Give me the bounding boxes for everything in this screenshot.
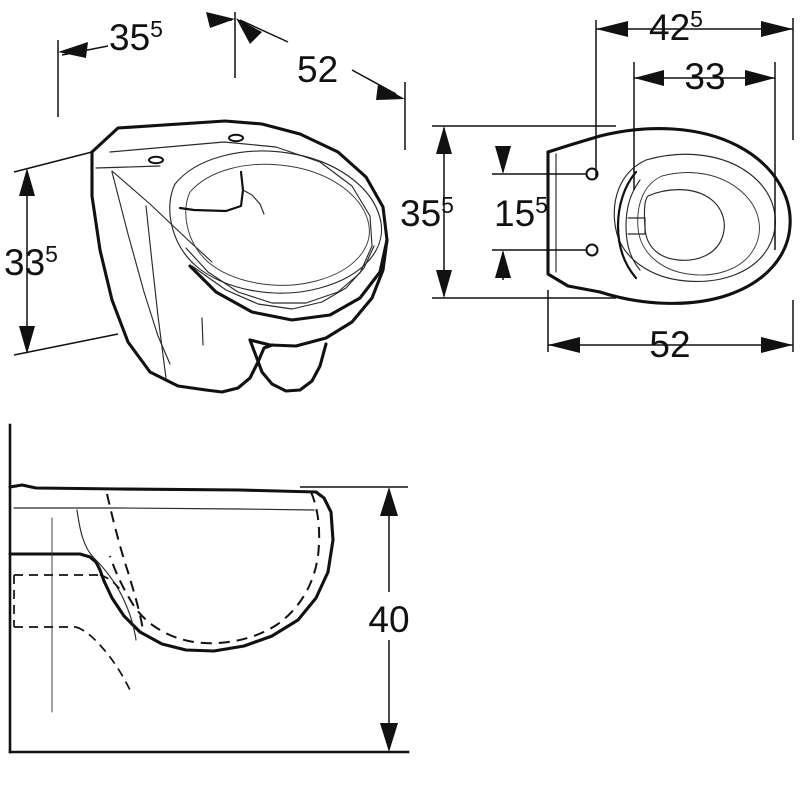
section-view: 40 [8, 423, 410, 754]
plan-view: 425 33 355 [400, 6, 794, 365]
dim-label-plan355: 355 [400, 192, 454, 234]
bowl-skirt [204, 343, 274, 394]
arrow-left-52 [236, 18, 262, 44]
section-front-profile [102, 490, 335, 653]
arrow-left-33 [634, 70, 664, 86]
plan-bowl-rim-inner [613, 153, 776, 283]
arrow-up-plan155 [495, 250, 511, 278]
flush-channel-bracket [178, 170, 245, 213]
rim-shoulder-line [111, 170, 213, 263]
arrow-up-plan355 [436, 126, 452, 154]
dim-label-40: 40 [368, 599, 409, 640]
dimension-depth-355: 355 [57, 12, 236, 117]
bowl-skirt-right [248, 338, 328, 393]
plan-bowl-outer [598, 127, 792, 305]
rim-top-outline [90, 119, 389, 322]
plan-toilet-body [546, 127, 792, 305]
section-rim-line [13, 507, 315, 511]
flush-channel-bracket-inner [242, 189, 265, 215]
arrow-down-plan355 [436, 270, 452, 298]
arrow-up-40 [380, 487, 398, 516]
section-hidden-outlet [99, 574, 123, 593]
plan-back-plate [546, 150, 602, 294]
plan-mounting-hole-lower [585, 243, 599, 257]
dimension-height-335: 335 [4, 151, 119, 356]
perspective-view: 335 355 52 [4, 12, 406, 394]
dimension-plan-52: 52 [547, 290, 794, 365]
arrow-left-plan52 [548, 337, 580, 353]
mounting-hole-right [228, 133, 244, 143]
section-inner-wall [76, 509, 137, 641]
plan-mounting-hole-upper [585, 167, 599, 181]
arrow-right-425 [761, 21, 793, 37]
perspective-toilet-body [90, 119, 389, 394]
dim-label-plan52: 52 [649, 324, 690, 365]
plan-inner-pocket [643, 189, 725, 261]
plan-flush-channel [616, 170, 638, 280]
dimension-plan-425: 425 [595, 6, 794, 178]
dim-label-355: 355 [109, 16, 163, 58]
arrow-right-355 [206, 12, 235, 28]
dim-label-33: 33 [684, 56, 725, 97]
section-bottom-back [8, 552, 106, 583]
arrow-down-40 [380, 723, 398, 752]
arrow-right-plan52 [761, 337, 793, 353]
dim-label-52: 52 [297, 49, 338, 90]
dimension-plan-155: 155 [492, 146, 586, 280]
dim-label-plan155: 155 [494, 192, 548, 234]
dim-line-52-left [239, 19, 289, 43]
arrow-down-plan155 [495, 146, 511, 174]
arrow-left-425 [596, 21, 628, 37]
dim-label-425: 425 [649, 6, 703, 48]
dimension-section-40: 40 [300, 486, 410, 752]
ext-line-bottom-335 [13, 333, 119, 356]
arrow-down-335 [19, 326, 35, 354]
arrow-up-335 [19, 168, 35, 196]
arrow-right-33 [745, 70, 775, 86]
bowl-lower-profile [248, 238, 389, 348]
rim-bead-outer [109, 141, 373, 304]
dimension-plan-33: 33 [633, 56, 776, 250]
plan-back-plate-top [546, 134, 602, 154]
body-detail-tick [201, 317, 204, 346]
wall-plate-inner-edge [95, 165, 161, 169]
dim-label-335: 335 [4, 241, 58, 283]
body-left-profile [90, 194, 208, 392]
plan-bowl-rim-inner2 [637, 172, 760, 276]
arrow-left-355 [58, 42, 88, 58]
wall-plate-vertical-2 [145, 205, 167, 379]
section-hidden-trap-outer [106, 493, 144, 631]
arrow-right-52 [376, 84, 405, 100]
bowl-opening-outer [169, 150, 382, 294]
section-hidden-bowl [109, 491, 321, 645]
section-top-deck [8, 483, 318, 494]
bowl-opening-inner [185, 163, 370, 286]
dimension-plan-355: 355 [400, 125, 616, 299]
plan-flush-channel-inner [625, 179, 641, 271]
mounting-hole-left [148, 155, 164, 165]
dimension-length-52: 52 [236, 18, 406, 150]
